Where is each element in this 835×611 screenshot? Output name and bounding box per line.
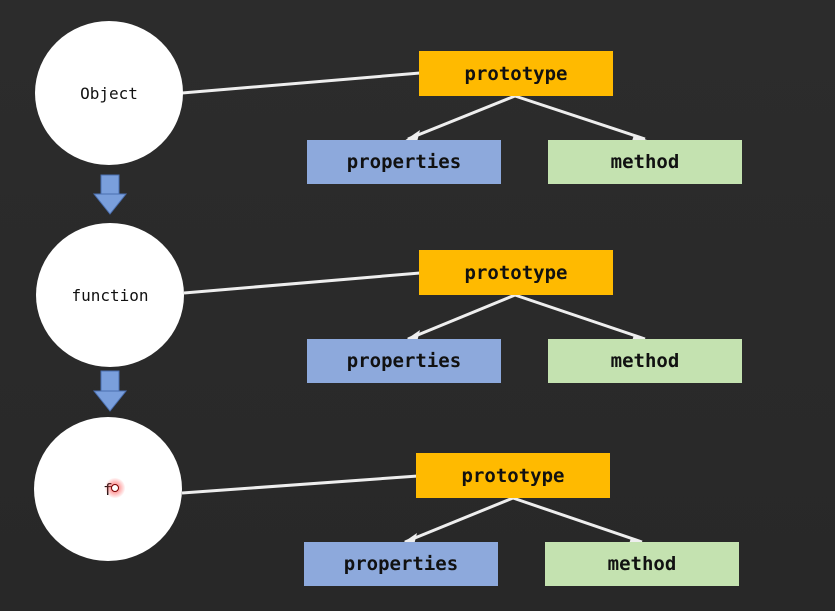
node-label: Object — [80, 83, 138, 103]
connector-prototype-method — [514, 94, 646, 141]
prototype-box: prototype — [419, 51, 613, 96]
connector-prototype-method — [512, 496, 643, 544]
method-label: method — [610, 151, 680, 173]
connector-prototype-method — [514, 293, 646, 341]
node-function: function — [36, 223, 184, 367]
method-box: method — [548, 140, 742, 184]
method-box: method — [545, 542, 739, 586]
properties-label: properties — [346, 151, 462, 173]
node-label: function — [71, 285, 149, 305]
connector-prototype-properties — [407, 94, 516, 141]
properties-box: properties — [307, 140, 501, 184]
arrowhead-properties — [404, 130, 420, 142]
prototype-box: prototype — [416, 453, 610, 498]
properties-label: properties — [343, 553, 459, 575]
properties-box: properties — [307, 339, 501, 383]
connector-prototype-properties — [404, 496, 514, 544]
properties-box: properties — [304, 542, 498, 586]
prototype-label: prototype — [461, 464, 565, 487]
connector-f-prototype — [181, 474, 419, 495]
node-object: Object — [35, 21, 183, 165]
method-box: method — [548, 339, 742, 383]
connector-object-prototype — [181, 71, 421, 95]
method-label: method — [607, 553, 677, 575]
prototype-label: prototype — [464, 62, 568, 85]
prototype-label: prototype — [464, 261, 568, 284]
cursor-pointer-icon — [105, 478, 125, 498]
connector-prototype-properties — [407, 293, 516, 341]
down-arrow-icon — [92, 370, 128, 412]
properties-label: properties — [346, 350, 462, 372]
connector-function-prototype — [183, 271, 421, 295]
prototype-box: prototype — [419, 250, 613, 295]
method-label: method — [610, 350, 680, 372]
down-arrow-icon — [92, 174, 128, 215]
